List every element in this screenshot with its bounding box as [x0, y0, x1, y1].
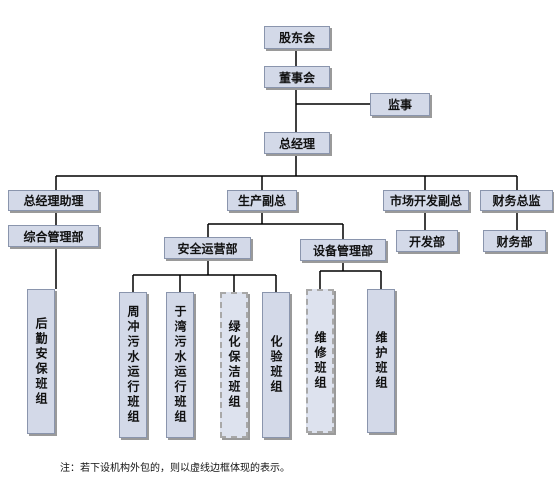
- node-gm-assistant: 总经理助理: [8, 190, 99, 211]
- node-supervisors: 监事: [370, 93, 430, 116]
- node-safety-ops-dept: 安全运营部: [164, 237, 251, 259]
- footnote: 注：若下设机构外包的，则以虚线边框体现的表示。: [60, 463, 290, 474]
- node-logistics-team: 后勤安保班组: [27, 289, 55, 434]
- node-cfo: 财务总监: [480, 190, 553, 211]
- node-finance-dept: 财务部: [483, 230, 546, 252]
- node-production-vp: 生产副总: [227, 190, 297, 211]
- node-board: 董事会: [264, 66, 330, 88]
- node-greening-team: 绿化保洁班组: [220, 292, 248, 438]
- node-lab-team: 化验班组: [262, 292, 290, 438]
- node-yuwan-team: 于湾污水运行班组: [166, 292, 194, 438]
- node-maintenance-team: 维修班组: [306, 289, 334, 433]
- node-market-vp: 市场开发副总: [383, 190, 469, 211]
- node-upkeep-team: 维护班组: [367, 289, 395, 433]
- node-dev-dept: 开发部: [396, 230, 458, 252]
- node-zhouchong-team: 周冲污水运行班组: [119, 292, 147, 438]
- node-equipment-dept: 设备管理部: [300, 239, 386, 261]
- node-shareholders: 股东会: [264, 26, 330, 49]
- node-general-manager: 总经理: [264, 132, 330, 154]
- node-admin-dept: 综合管理部: [8, 225, 99, 247]
